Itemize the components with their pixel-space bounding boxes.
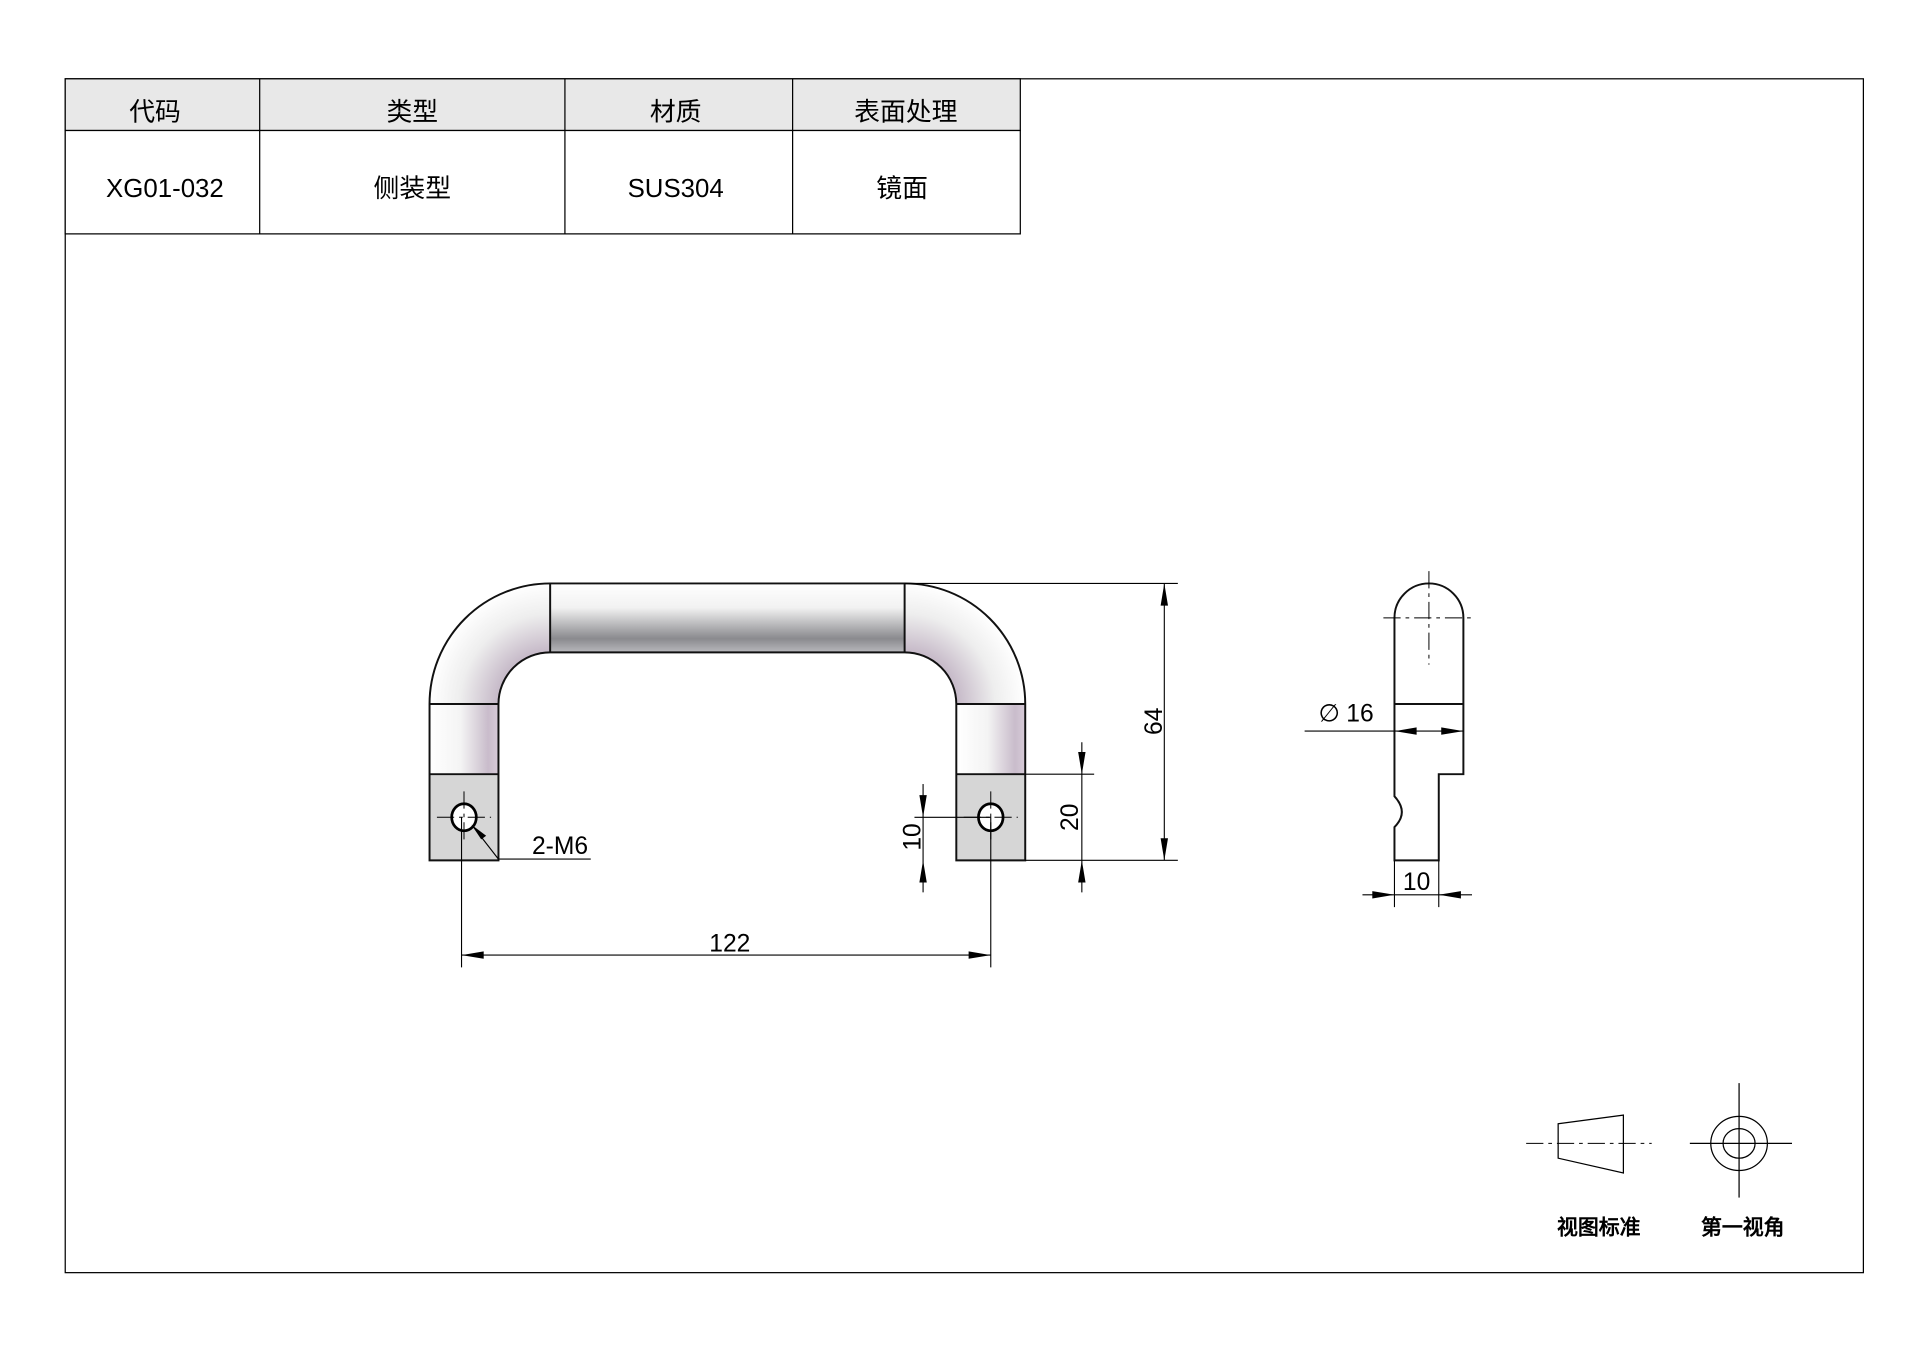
dimension-foot-width: 10 <box>1362 860 1472 908</box>
header-code: 代码 <box>129 98 181 127</box>
truncated-cone-icon <box>1557 1114 1624 1174</box>
dim-side-10-label: 10 <box>1403 869 1430 896</box>
dimension-hole-spacing: 122 <box>460 817 992 968</box>
handle-front-view <box>428 582 1027 862</box>
dimension-foot-height: 20 <box>1025 742 1095 893</box>
dim-16-label: 16 <box>1346 700 1373 727</box>
thread-callout: 2-M6 <box>471 824 591 860</box>
diameter-symbol: ∅ <box>1319 700 1340 727</box>
value-code: XG01-032 <box>106 175 224 203</box>
first-angle-label: 第一视角 <box>1701 1215 1785 1239</box>
dimension-hole-offset: 10 <box>900 784 991 893</box>
value-finish: 镜面 <box>876 174 928 203</box>
header-material: 材质 <box>650 98 702 127</box>
dim-20-label: 20 <box>1057 804 1084 831</box>
dim-122-label: 122 <box>709 930 750 957</box>
dimension-diameter: ∅ 16 <box>1304 700 1464 735</box>
projection-standard-label: 视图标准 <box>1557 1215 1641 1239</box>
title-block-table: 代码 类型 材质 表面处理 XG01-032 侧装型 SUS304 镜面 <box>64 78 1021 235</box>
value-type: 侧装型 <box>374 174 451 203</box>
dim-10-label: 10 <box>900 823 927 850</box>
header-finish: 表面处理 <box>854 98 957 127</box>
value-material: SUS304 <box>628 175 724 203</box>
handle-side-view <box>1383 571 1475 862</box>
header-type: 类型 <box>386 98 438 127</box>
dimension-overall-height: 64 <box>904 582 1178 861</box>
dim-64-label: 64 <box>1141 708 1168 735</box>
projection-symbol: 视图标准 第一视角 <box>1526 1083 1792 1239</box>
thread-label: 2-M6 <box>532 833 588 860</box>
